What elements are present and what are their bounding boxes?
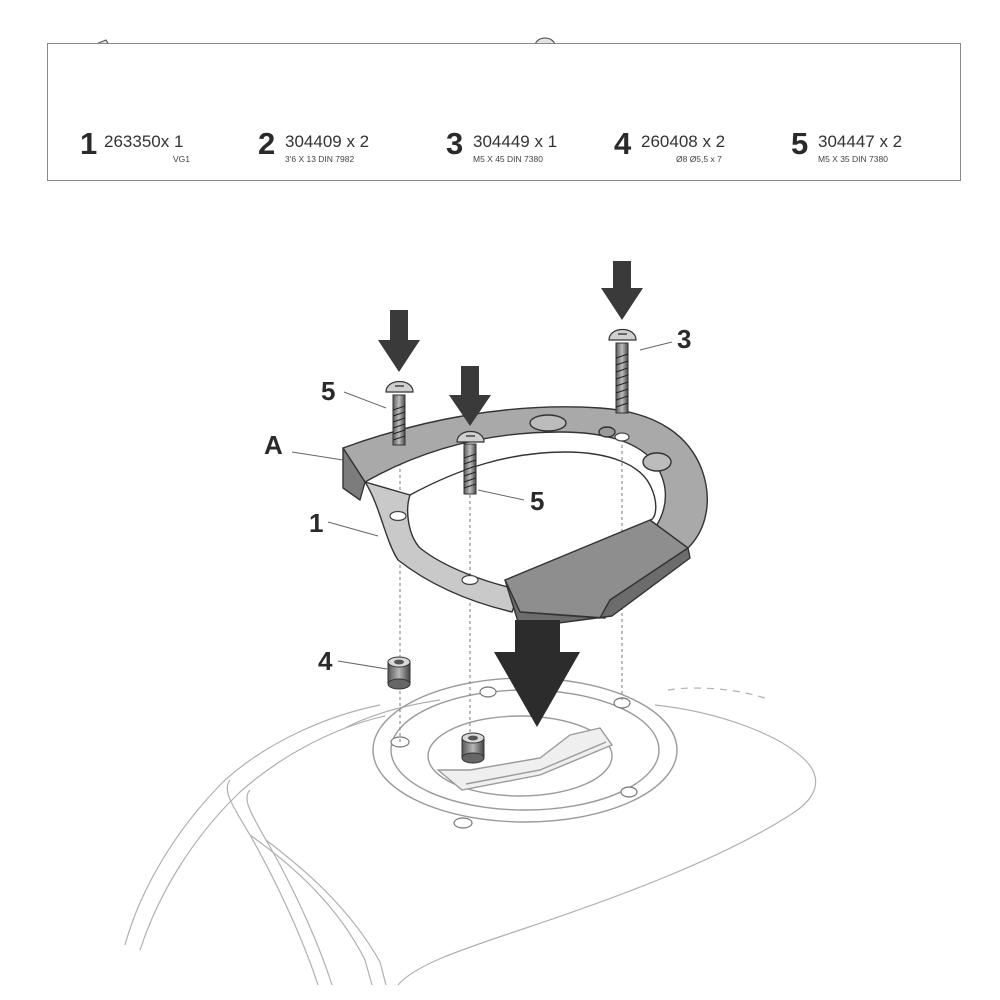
bracket-holes bbox=[389, 432, 630, 586]
part-spec: Ø8 Ø5,5 x 7 bbox=[676, 154, 722, 164]
bolt-3-right bbox=[608, 328, 637, 414]
part-number: 4 bbox=[614, 126, 632, 161]
arrow-down-icon bbox=[601, 261, 643, 320]
bolt-5-left bbox=[385, 380, 414, 446]
part-spec: M5 X 35 DIN 7380 bbox=[818, 154, 888, 164]
spacer-4-left bbox=[387, 656, 411, 690]
filler-cap-ring bbox=[372, 677, 678, 823]
part-code: 263350x 1 bbox=[104, 132, 184, 151]
callout-5-left: 5 bbox=[321, 376, 336, 406]
callout-a: A bbox=[264, 430, 283, 460]
large-arrow-down-icon bbox=[494, 620, 580, 727]
parts-list: 1 263350x 1 VG1 2 304409 x 2 3'6 X 13 DI… bbox=[47, 43, 961, 181]
part-code: 260408 x 2 bbox=[641, 132, 726, 151]
leader-lines bbox=[291, 341, 673, 670]
callout-4: 4 bbox=[318, 646, 333, 676]
part-spec: VG1 bbox=[173, 154, 191, 164]
spacer-4-center bbox=[461, 732, 485, 764]
part-code: 304447 x 2 bbox=[818, 132, 903, 151]
bolt-5-center bbox=[456, 430, 485, 495]
part-code: 304449 x 1 bbox=[473, 132, 558, 151]
part-spec: 3'6 X 13 DIN 7982 bbox=[285, 154, 355, 164]
callout-1: 1 bbox=[309, 508, 324, 538]
part-number: 1 bbox=[80, 126, 98, 161]
arrow-down-icon bbox=[378, 310, 420, 372]
part-number: 5 bbox=[791, 126, 809, 161]
part-code: 304409 x 2 bbox=[285, 132, 370, 151]
fuel-tank-outline bbox=[124, 687, 817, 986]
part-number: 3 bbox=[446, 126, 464, 161]
part-spec: M5 X 45 DIN 7380 bbox=[473, 154, 543, 164]
part-number: 2 bbox=[258, 126, 276, 161]
callout-5-center: 5 bbox=[530, 486, 545, 516]
callout-3: 3 bbox=[677, 324, 692, 354]
arrow-down-icon bbox=[449, 366, 491, 426]
